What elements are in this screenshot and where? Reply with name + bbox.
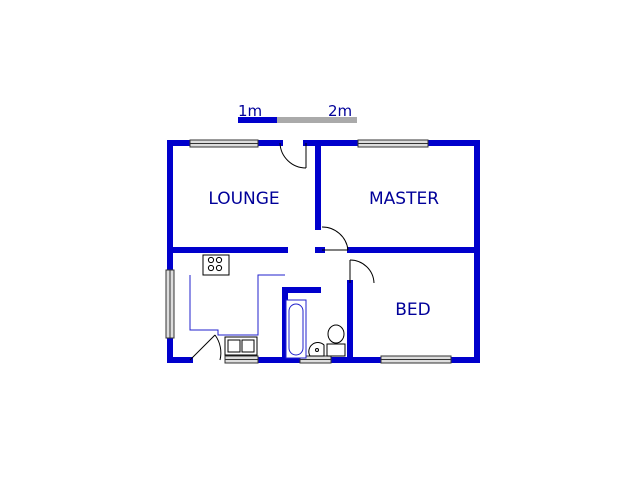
stove-icon xyxy=(202,254,230,276)
room-label-bed: BED xyxy=(395,300,431,320)
window-master xyxy=(357,139,429,148)
doors xyxy=(189,142,375,361)
scale-label-1m: 1m xyxy=(238,102,262,120)
walls xyxy=(167,140,480,363)
room-label-lounge: LOUNGE xyxy=(208,189,279,209)
windows xyxy=(165,139,452,364)
door-master xyxy=(321,226,349,251)
window-kitchen-side xyxy=(165,269,175,339)
scale-bar: 1m 2m xyxy=(238,102,357,123)
door-entrance-lounge xyxy=(279,142,307,169)
toilet-icon xyxy=(326,324,346,357)
door-kitchen-exterior xyxy=(189,334,222,361)
window-kitchen-bottom xyxy=(224,355,259,364)
bathtub-icon xyxy=(285,299,307,359)
door-bed xyxy=(349,259,375,284)
basin-icon xyxy=(308,342,325,357)
kitchen-counter xyxy=(189,274,285,336)
room-label-master: MASTER xyxy=(369,189,439,209)
kitchen-sink-icon xyxy=(224,336,258,356)
scale-label-2m: 2m xyxy=(328,102,352,120)
window-bed xyxy=(380,355,452,364)
window-lounge xyxy=(189,139,259,148)
